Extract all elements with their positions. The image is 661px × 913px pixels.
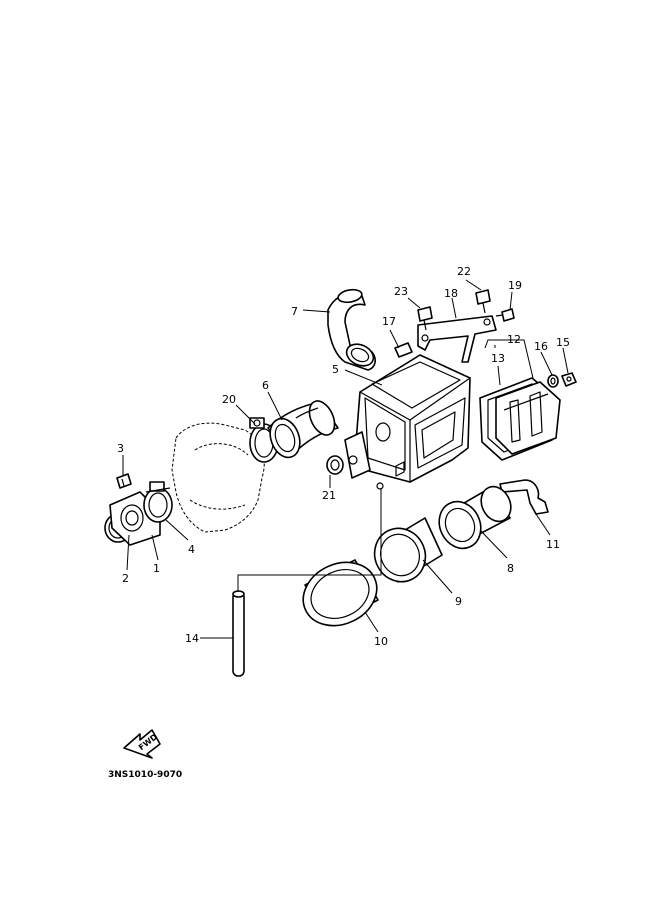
part-3-bolt <box>116 473 132 489</box>
part-16-washer <box>547 374 559 388</box>
callout-23: 23 <box>394 285 408 298</box>
callout-4: 4 <box>188 543 195 556</box>
engine-outline <box>171 422 265 533</box>
callout-22: 22 <box>457 265 471 278</box>
part-21-grommet <box>326 455 344 475</box>
part-9-inner-element <box>373 517 443 583</box>
callout-6: 6 <box>262 379 269 392</box>
part-8-filter-holder <box>438 485 512 550</box>
part-12-cover <box>495 381 561 455</box>
callout-labels: 1 2 3 4 5 6 7 8 9 10 11 12 13 14 15 16 1… <box>117 265 570 648</box>
callout-9: 9 <box>455 595 462 608</box>
part-22-bolt <box>475 289 491 314</box>
callout-17: 17 <box>382 315 396 328</box>
fwd-arrow-icon: FWD <box>123 729 161 759</box>
callout-19: 19 <box>508 279 522 292</box>
part-19-screw <box>495 308 515 322</box>
callout-7: 7 <box>291 305 298 318</box>
callout-20: 20 <box>222 393 236 406</box>
callout-18: 18 <box>444 287 458 300</box>
part-15-nut <box>561 372 577 387</box>
part-7-elbow-duct <box>327 288 377 371</box>
leader-lines <box>122 279 569 639</box>
part-6-duct-joint <box>267 400 339 459</box>
part-4-clamp <box>143 481 173 523</box>
drawing-code: 3NS1010-9070 <box>108 770 182 780</box>
callout-10: 10 <box>374 635 388 648</box>
callout-2: 2 <box>122 572 129 585</box>
part-5-air-box <box>344 354 471 490</box>
callout-21: 21 <box>322 489 336 502</box>
part-17-pad <box>394 342 413 358</box>
callout-16: 16 <box>534 340 548 353</box>
callout-14: 14 <box>185 632 199 645</box>
part-11-clip <box>499 479 549 515</box>
callout-1: 1 <box>153 562 160 575</box>
part-10-outer-element <box>302 559 379 627</box>
callout-15: 15 <box>556 336 570 349</box>
callout-13: 13 <box>491 352 505 365</box>
callout-8: 8 <box>507 562 514 575</box>
part-18-stay <box>417 315 497 363</box>
callout-12: 12 <box>507 333 521 346</box>
part-23-bolt <box>417 306 433 331</box>
callout-11: 11 <box>546 538 560 551</box>
part-14-drain-hose <box>232 590 245 677</box>
callout-3: 3 <box>117 442 124 455</box>
callout-5: 5 <box>332 363 339 376</box>
